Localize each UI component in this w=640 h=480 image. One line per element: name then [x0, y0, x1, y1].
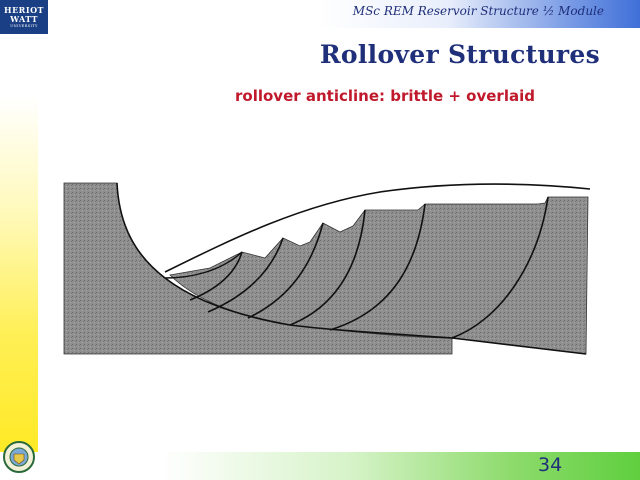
header-gradient-bar [0, 0, 640, 28]
rollover-anticline-surface [164, 183, 591, 273]
hangingwall-block [169, 196, 589, 355]
slide-title: Rollover Structures [319, 40, 600, 69]
listric-fault-4 [289, 209, 366, 326]
footer-gradient-bar [0, 452, 640, 480]
university-logo: HERIOT WATT UNIVERSITY [0, 0, 48, 34]
logo-line-1: HERIOT [4, 4, 44, 15]
listric-fault-5 [329, 203, 426, 331]
listric-fault-6 [451, 196, 549, 339]
left-gradient-bar [0, 0, 38, 480]
logo-line-2: WATT [10, 13, 38, 24]
module-title: MSc REM Reservoir Structure ½ Module [352, 4, 604, 18]
page-number: 34 [538, 454, 563, 476]
listric-fault-3 [247, 222, 324, 319]
logo-line-3: UNIVERSITY [10, 23, 38, 28]
slide-subtitle: rollover anticline: brittle + overlaid [235, 87, 535, 105]
main-detachment [116, 182, 587, 355]
rollover-base-curve [164, 251, 243, 279]
university-crest-icon [3, 441, 35, 473]
